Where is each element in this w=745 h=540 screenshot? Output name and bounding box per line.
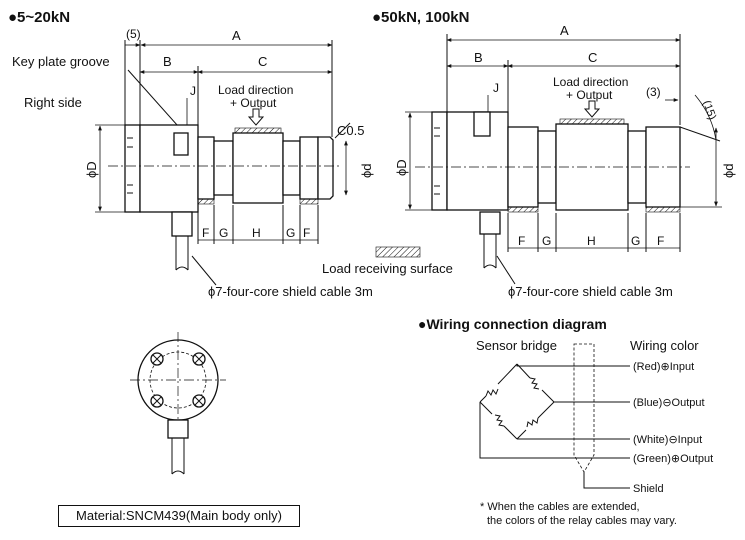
wiring-title: ●Wiring connection diagram [418, 316, 607, 332]
load-surface-legend-label: Load receiving surface [322, 261, 453, 276]
wire-label-blue: (Blue)⊖Output [633, 397, 705, 409]
output-label: + Output [230, 96, 277, 110]
dim-phi-small-d-label: ϕd [359, 163, 374, 178]
dim-c-label: C [258, 54, 267, 69]
cable-gland-2 [479, 211, 501, 235]
dim-phi-d-label-2: ϕD [394, 159, 409, 176]
wire-label-green: (Green)⊕Output [633, 453, 713, 465]
wire-label-red: (Red)⊕Input [633, 361, 694, 373]
load-direction-arrow [247, 108, 265, 126]
dim-a-label-2: A [560, 23, 569, 38]
dim-g1-label: G [219, 226, 228, 240]
load-direction-label-2: Load direction [553, 75, 628, 89]
dim-b-label: B [163, 54, 172, 69]
wire-shield [583, 472, 630, 489]
dim-f1-label: F [202, 226, 209, 240]
cable-label-left: ϕ7-four-core shield cable 3m [208, 284, 373, 299]
wire-label-white: (White)⊖Input [633, 434, 702, 446]
dim-g1-label-2: G [542, 234, 551, 248]
dim-f2-label-2: F [657, 234, 664, 248]
dim-j-label-2: J [493, 81, 499, 95]
dim-a-label: A [232, 28, 241, 43]
load-surface-legend-swatch [375, 246, 421, 258]
mounting-block [139, 124, 199, 213]
dim-phi-small-d-label-2: ϕd [721, 163, 736, 178]
output-label-2: + Output [566, 88, 613, 102]
dim-f1-label-2: F [518, 234, 525, 248]
shield-sheath [573, 343, 595, 473]
dim-b-label-2: B [474, 50, 483, 65]
wire-label-shield: Shield [633, 483, 664, 495]
title-5-20kn: ●5~20kN [8, 9, 70, 26]
seg-g1 [213, 140, 234, 196]
dim-5-label: (5) [126, 27, 141, 41]
seg-g2 [282, 140, 301, 196]
key-plate-groove-label: Key plate groove [12, 54, 110, 69]
left-side-view: (5) A B C Key plate groove Right side J … [12, 27, 374, 299]
load-direction-label: Load direction [218, 83, 293, 97]
cable-gland [171, 211, 193, 237]
dim-g2-label-2: G [631, 234, 640, 248]
front-view [130, 332, 226, 475]
seg-h [232, 132, 284, 204]
sensor-bridge-icon [479, 363, 555, 440]
key-plate-groove-leader [127, 69, 187, 136]
load-surface-top [234, 127, 282, 134]
title-50-100kn: ●50kN, 100kN [372, 9, 469, 26]
front-cable-gland [167, 419, 189, 439]
wiring-note-line1: * When the cables are extended, [480, 501, 640, 513]
dim-f2-label: F [303, 226, 310, 240]
dim-h-label: H [252, 226, 261, 240]
key-groove-2 [473, 111, 491, 137]
shaft-end [317, 136, 334, 200]
right-side-label: Right side [24, 95, 82, 110]
bolt-icons [150, 352, 206, 408]
wire-green [479, 402, 630, 459]
dim-phi-d-label: ϕD [84, 161, 99, 178]
wiring-note-line2: the colors of the relay cables may vary. [487, 515, 677, 527]
dim-j-label: J [190, 84, 196, 98]
wiring-color-label: Wiring color [630, 338, 699, 353]
seg-f2 [299, 136, 319, 200]
flange-plate-2 [431, 111, 448, 211]
dim-g2-label: G [286, 226, 295, 240]
dim-h-label-2: H [587, 234, 596, 248]
dim-c-label-2: C [588, 50, 597, 65]
chamfer-label: C0.5 [337, 123, 364, 138]
key-groove [173, 132, 189, 156]
load-surface-top-2 [559, 118, 625, 125]
wire-red [516, 364, 630, 367]
material-note: Material:SNCM439(Main body only) [58, 505, 300, 527]
cable-label-right: ϕ7-four-core shield cable 3m [508, 284, 673, 299]
seg-f1 [197, 136, 215, 200]
right-side-view-large: A B C J Load direction + Output (3) (15) [394, 23, 736, 299]
sensor-bridge-label: Sensor bridge [476, 338, 557, 353]
dim-3-label: (3) [646, 85, 661, 99]
load-direction-arrow-2 [583, 100, 601, 118]
wiring-diagram: ●Wiring connection diagram Sensor bridge… [418, 316, 713, 527]
